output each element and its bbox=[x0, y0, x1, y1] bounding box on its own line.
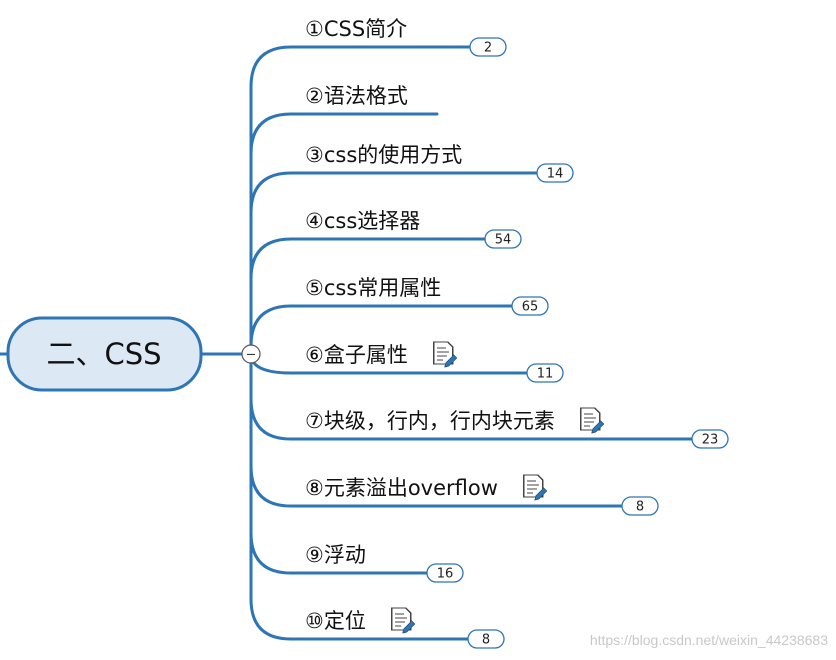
topic-node[interactable]: ⑩定位 8 bbox=[305, 607, 505, 649]
branch-line bbox=[249, 112, 439, 356]
topic-label: ⑦块级，行内，行内块元素 bbox=[305, 409, 555, 433]
topic-node[interactable]: ③css的使用方式 14 bbox=[305, 143, 574, 183]
child-count-text: 8 bbox=[482, 633, 490, 648]
branch-line bbox=[249, 352, 429, 575]
child-count-text: 2 bbox=[484, 41, 492, 56]
child-count-badge[interactable]: 11 bbox=[526, 363, 564, 383]
note-icon[interactable] bbox=[523, 474, 548, 501]
topic-node[interactable]: ⑥盒子属性 11 bbox=[305, 341, 564, 383]
child-count-badge[interactable]: 54 bbox=[484, 229, 522, 249]
branch-line bbox=[249, 237, 487, 356]
branch-line bbox=[249, 171, 539, 356]
child-count-text: 54 bbox=[495, 233, 512, 248]
topic-node[interactable]: ⑤css常用属性 65 bbox=[305, 276, 549, 316]
child-count-text: 11 bbox=[537, 367, 554, 382]
topic-label: ③css的使用方式 bbox=[305, 143, 462, 167]
note-icon[interactable] bbox=[391, 607, 416, 634]
child-count-badge[interactable]: 23 bbox=[691, 429, 729, 449]
note-icon[interactable] bbox=[433, 341, 458, 368]
topic-label: ①CSS简介 bbox=[305, 17, 407, 41]
topic-label: ⑨浮动 bbox=[305, 543, 366, 567]
topic-label: ②语法格式 bbox=[305, 84, 408, 108]
child-count-badge[interactable]: 14 bbox=[536, 163, 574, 183]
child-count-text: 8 bbox=[636, 500, 644, 515]
branch-line bbox=[249, 45, 472, 356]
topic-node[interactable]: ⑦块级，行内，行内块元素 23 bbox=[305, 407, 729, 449]
child-count-badge[interactable]: 8 bbox=[621, 496, 659, 516]
topic-label: ④css选择器 bbox=[305, 209, 420, 233]
watermark: https://blog.csdn.net/weixin_44238683 bbox=[589, 632, 828, 648]
topic-node[interactable]: ④css选择器 54 bbox=[305, 209, 522, 249]
central-topic-box bbox=[6, 316, 203, 392]
topic-node[interactable]: ⑨浮动 16 bbox=[305, 543, 464, 583]
child-count-text: 16 bbox=[437, 567, 454, 582]
child-count-text: 14 bbox=[547, 167, 564, 182]
child-count-text: 65 bbox=[522, 300, 539, 315]
topic-node[interactable]: ②语法格式 bbox=[305, 84, 408, 108]
topic-label: ⑥盒子属性 bbox=[305, 343, 408, 367]
topic-node[interactable]: ①CSS简介 2 bbox=[305, 17, 507, 57]
child-count-badge[interactable]: 2 bbox=[469, 37, 507, 57]
note-icon[interactable] bbox=[580, 407, 605, 434]
branch-line bbox=[249, 352, 470, 641]
central-topic-label: 二、CSS bbox=[46, 337, 161, 371]
topic-label: ⑩定位 bbox=[305, 609, 366, 633]
child-count-badge[interactable]: 16 bbox=[426, 563, 464, 583]
child-count-text: 23 bbox=[702, 433, 719, 448]
child-count-badge[interactable]: 65 bbox=[511, 296, 549, 316]
child-count-badge[interactable]: 8 bbox=[467, 629, 505, 649]
topic-label: ⑧元素溢出overflow bbox=[305, 476, 498, 500]
topic-node[interactable]: ⑧元素溢出overflow 8 bbox=[305, 474, 659, 516]
collapse-icon[interactable]: − bbox=[241, 344, 261, 364]
central-topic[interactable]: 二、CSS bbox=[0, 316, 203, 392]
collapse-symbol: − bbox=[246, 348, 257, 363]
topic-label: ⑤css常用属性 bbox=[305, 276, 441, 300]
